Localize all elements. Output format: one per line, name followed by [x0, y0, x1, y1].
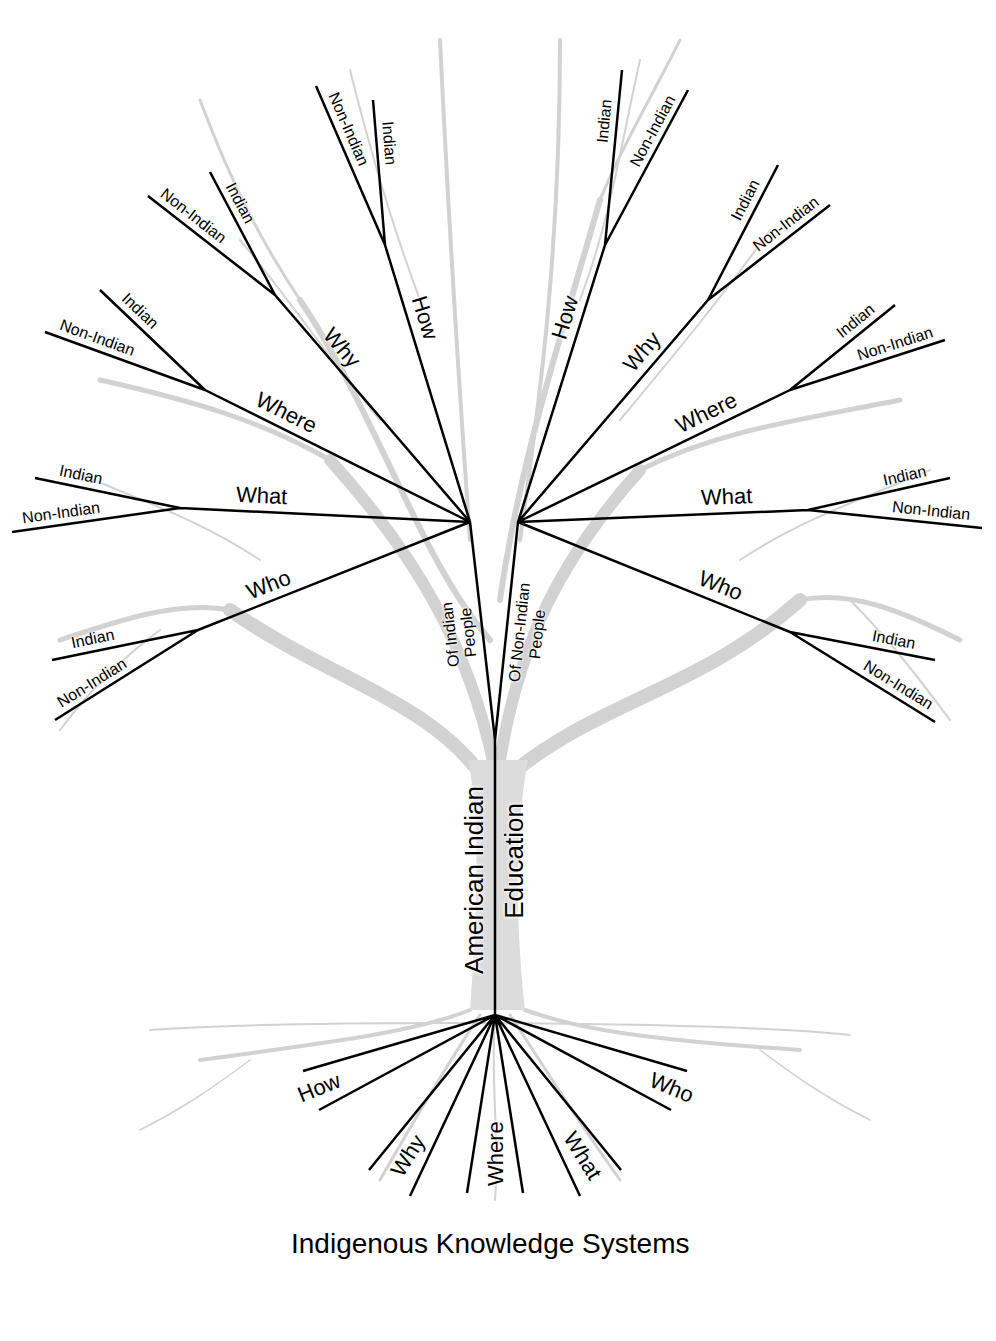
branch-label: Indian — [593, 99, 616, 144]
branch-label: Education — [500, 803, 530, 919]
root-label: What — [558, 1127, 607, 1184]
branch-label: Non-Indian — [21, 498, 101, 527]
branch-label: What — [236, 482, 289, 510]
branch-label: Why — [618, 327, 666, 377]
root-label: Why — [386, 1130, 431, 1181]
branch-label: American Indian — [460, 786, 490, 974]
branch-label: Why — [318, 323, 366, 373]
branch-label: Non-Indian — [750, 193, 823, 256]
branch-label: Non-Indian — [57, 316, 137, 360]
branch-label: Indian — [377, 120, 399, 165]
branch-label: Who — [242, 564, 293, 604]
root-label: Indigenous Knowledge Systems — [291, 1228, 689, 1260]
root-label: Where — [482, 1121, 507, 1186]
branch-label: What — [700, 483, 752, 510]
branch-label: Of Indian People — [437, 592, 483, 676]
branch-label: Who — [694, 566, 745, 606]
branch-label: Non-Indian — [157, 185, 230, 248]
branch-label: Non-Indian — [54, 654, 130, 711]
